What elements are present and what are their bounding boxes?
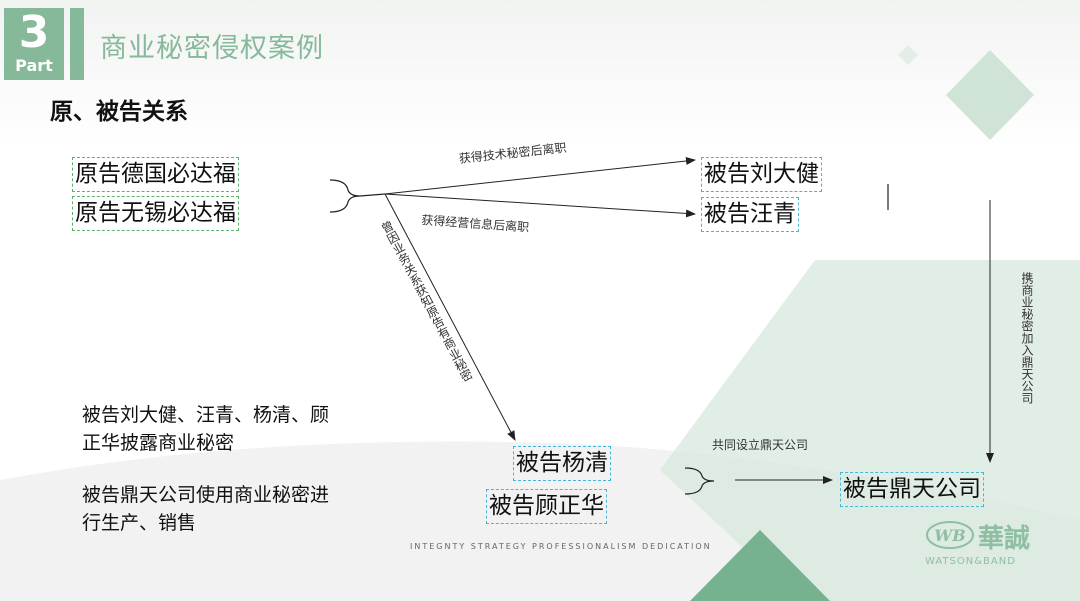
defendant-yang: 被告杨清 bbox=[513, 446, 611, 481]
defendant-gu: 被告顾正华 bbox=[486, 489, 607, 524]
part-number: 3 bbox=[18, 7, 50, 58]
defendant-liu: 被告刘大健 bbox=[701, 157, 822, 192]
plaintiff-germany: 原告德国必达福 bbox=[72, 157, 239, 192]
founders-brace bbox=[684, 467, 715, 495]
logo-english: WATSON&BAND bbox=[925, 556, 1016, 567]
part-accent-bar bbox=[70, 8, 84, 80]
arrow-to-liu bbox=[384, 157, 696, 195]
logo-chinese: 華誠 bbox=[978, 524, 1031, 554]
arrow-to-yang bbox=[384, 193, 516, 441]
edge-label-joined-dingtian: 携商业秘密加入鼎天公司 bbox=[1020, 272, 1034, 404]
part-word: Part bbox=[15, 56, 53, 75]
note-disclosure-line-1: 被告刘大健、汪青、杨清、顾 bbox=[82, 404, 330, 426]
plaintiff-brace bbox=[329, 179, 361, 213]
footer-values: INTEGNTY STRATEGY PROFESSIONALISM DEDICA… bbox=[410, 542, 712, 551]
part-badge: 3 Part bbox=[4, 8, 64, 80]
note-usage-line-2: 行生产、销售 bbox=[82, 512, 197, 534]
svg-text:WB: WB bbox=[934, 526, 966, 545]
note-disclosure-line-2: 正华披露商业秘密 bbox=[82, 432, 235, 454]
defendant-dingtian: 被告鼎天公司 bbox=[840, 472, 984, 507]
edge-label-cofounded: 共同设立鼎天公司 bbox=[712, 438, 809, 452]
note-usage-line-1: 被告鼎天公司使用商业秘密进 bbox=[82, 484, 330, 506]
plaintiff-wuxi: 原告无锡必达福 bbox=[72, 196, 239, 231]
defendant-wang: 被告汪青 bbox=[701, 197, 799, 232]
note-disclosure: 被告刘大健、汪青、杨清、顾 正华披露商业秘密 bbox=[82, 401, 329, 457]
relationship-heading: 原、被告关系 bbox=[50, 98, 188, 125]
note-usage: 被告鼎天公司使用商业秘密进 行生产、销售 bbox=[82, 481, 329, 537]
watson-band-logo-icon: WB bbox=[926, 521, 974, 549]
section-title: 商业秘密侵权案例 bbox=[100, 33, 324, 64]
arrow-to-wang bbox=[384, 193, 696, 218]
